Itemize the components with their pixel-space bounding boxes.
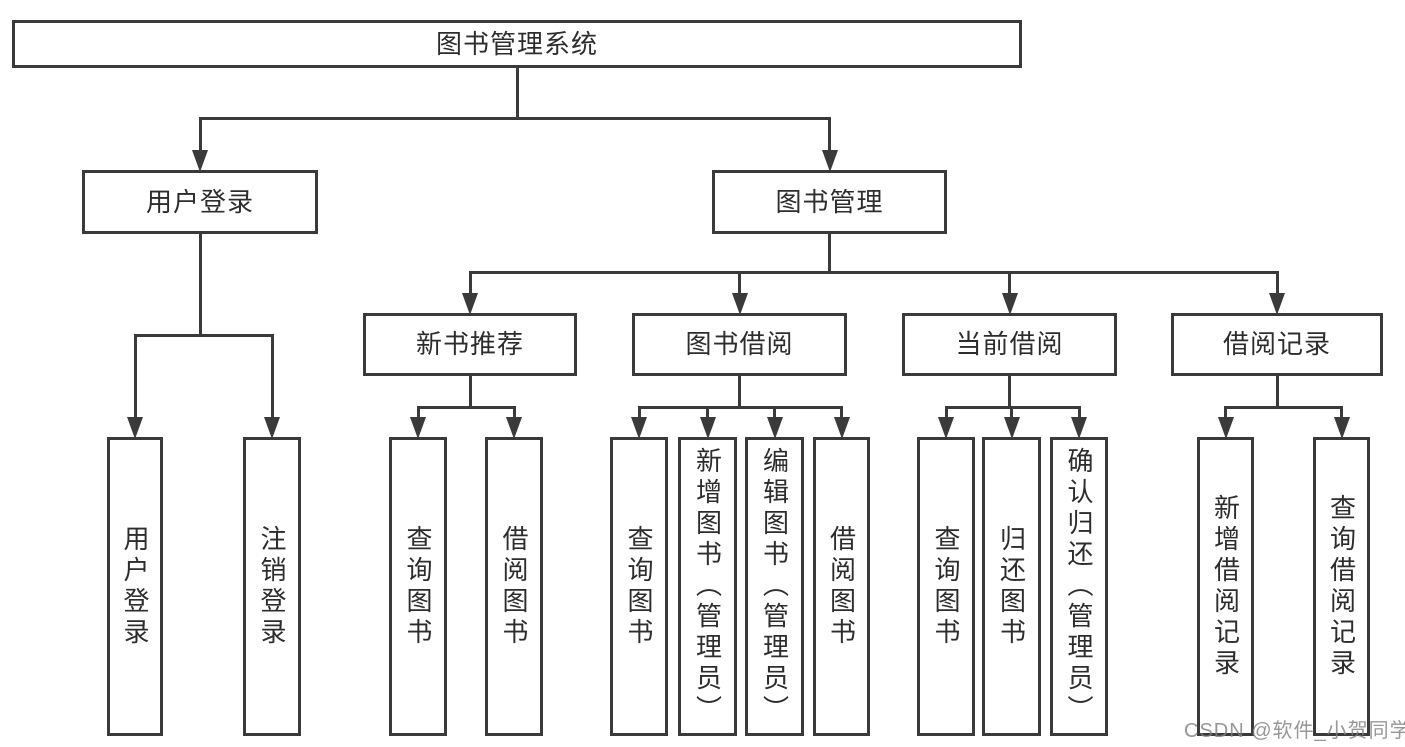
node-label-leaf-bw-edit: 编辑图书（管理员） xyxy=(759,447,790,726)
node-label-mgmt: 图书管理 xyxy=(775,186,884,217)
edge-bus-borrow xyxy=(637,405,843,409)
edge-drop-leaf-bw-borrow xyxy=(840,407,843,419)
arrowhead-icon-borrow xyxy=(731,293,748,315)
edge-drop-leaf-cu-query xyxy=(944,407,948,419)
edge-bus-login xyxy=(133,333,274,337)
edge-drop-root xyxy=(515,68,519,120)
edge-drop-leaf-nb-borrow xyxy=(512,407,516,419)
arrowhead-icon-mgmt xyxy=(821,150,838,172)
arrowhead-icon-leaf-bw-query xyxy=(631,417,647,439)
edge-drop-newbook xyxy=(468,376,472,409)
node-leaf-cu-confirm: 确认归还（管理员） xyxy=(1050,437,1108,736)
arrowhead-icon-records xyxy=(1269,293,1285,315)
edge-drop-borrow xyxy=(738,272,741,295)
node-leaf-nb-query: 查询图书 xyxy=(389,437,447,736)
arrowhead-icon-leaf-rec-query xyxy=(1333,417,1350,439)
edge-drop-leaf-logout xyxy=(270,335,274,419)
node-leaf-bw-query: 查询图书 xyxy=(610,437,668,736)
node-label-root: 图书管理系统 xyxy=(435,28,598,59)
node-leaf-user-login: 用户登录 xyxy=(107,437,163,736)
arrowhead-icon-leaf-nb-borrow xyxy=(506,417,522,439)
node-label-borrow: 图书借阅 xyxy=(685,329,794,360)
node-login: 用户登录 xyxy=(82,170,318,234)
edge-drop-leaf-rec-query xyxy=(1340,407,1343,419)
edge-drop-records xyxy=(1275,272,1279,295)
node-leaf-rec-query: 查询借阅记录 xyxy=(1313,437,1370,736)
node-label-leaf-nb-borrow: 借阅图书 xyxy=(499,524,529,649)
arrowhead-icon-login xyxy=(192,150,208,172)
node-label-leaf-logout: 注销登录 xyxy=(257,524,287,649)
node-label-leaf-bw-add: 新增图书（管理员） xyxy=(692,447,723,726)
edge-drop-records xyxy=(1275,376,1279,409)
arrowhead-icon-current xyxy=(1001,293,1018,315)
edge-drop-mgmt xyxy=(828,234,831,274)
edge-drop-login xyxy=(198,234,202,337)
node-label-leaf-user-login: 用户登录 xyxy=(120,524,150,649)
edge-drop-mgmt xyxy=(828,118,831,152)
edge-drop-newbook xyxy=(468,272,472,295)
edge-drop-leaf-rec-add xyxy=(1224,407,1227,419)
edge-bus-records xyxy=(1224,405,1343,409)
edge-drop-leaf-cu-return xyxy=(1010,407,1013,419)
arrowhead-icon-leaf-user-login xyxy=(127,417,143,439)
node-label-leaf-cu-return: 归还图书 xyxy=(996,524,1027,649)
node-label-records: 借阅记录 xyxy=(1222,329,1331,360)
edge-drop-leaf-cu-confirm xyxy=(1077,407,1081,419)
arrowhead-icon-leaf-cu-confirm xyxy=(1071,417,1087,439)
node-leaf-nb-borrow: 借阅图书 xyxy=(485,437,543,736)
node-mgmt: 图书管理 xyxy=(712,170,947,234)
node-leaf-bw-add: 新增图书（管理员） xyxy=(678,437,737,736)
node-label-leaf-bw-borrow: 借阅图书 xyxy=(826,524,857,649)
node-leaf-bw-edit: 编辑图书（管理员） xyxy=(745,437,804,736)
arrowhead-icon-leaf-cu-query xyxy=(938,417,954,439)
arrowhead-icon-leaf-bw-edit xyxy=(766,417,783,439)
node-label-leaf-rec-add: 新增借阅记录 xyxy=(1210,493,1241,680)
arrowhead-icon-leaf-bw-borrow xyxy=(833,417,850,439)
edge-drop-leaf-user-login xyxy=(133,335,137,419)
node-label-leaf-nb-query: 查询图书 xyxy=(403,524,433,649)
arrowhead-icon-leaf-cu-return xyxy=(1003,417,1020,439)
node-label-leaf-cu-query: 查询图书 xyxy=(931,524,961,649)
node-label-leaf-rec-query: 查询借阅记录 xyxy=(1326,493,1357,680)
arrowhead-icon-leaf-logout xyxy=(264,417,280,439)
edge-bus-root xyxy=(198,116,831,120)
node-leaf-rec-add: 新增借阅记录 xyxy=(1197,437,1254,736)
node-newbook: 新书推荐 xyxy=(363,313,577,376)
edge-drop-current xyxy=(1008,376,1011,409)
node-current: 当前借阅 xyxy=(902,313,1117,376)
edge-bus-newbook xyxy=(416,405,516,409)
arrowhead-icon-leaf-nb-query xyxy=(410,417,426,439)
arrowhead-icon-leaf-rec-add xyxy=(1217,417,1234,439)
node-root: 图书管理系统 xyxy=(12,20,1022,68)
arrowhead-icon-leaf-bw-add xyxy=(699,417,716,439)
edge-drop-login xyxy=(198,118,202,152)
csdn-watermark: CSDN @软件_小贺同学 xyxy=(1184,720,1405,742)
node-label-current: 当前借阅 xyxy=(955,329,1064,360)
node-records: 借阅记录 xyxy=(1171,313,1383,376)
arrowhead-icon-newbook xyxy=(462,293,478,315)
node-label-login: 用户登录 xyxy=(145,186,254,217)
edge-drop-leaf-bw-query xyxy=(637,407,641,419)
node-leaf-logout: 注销登录 xyxy=(243,437,301,736)
node-label-leaf-bw-query: 查询图书 xyxy=(624,524,654,649)
edge-drop-leaf-bw-add xyxy=(706,407,709,419)
edge-bus-mgmt xyxy=(468,270,1279,274)
node-label-leaf-cu-confirm: 确认归还（管理员） xyxy=(1064,447,1094,726)
edge-drop-borrow xyxy=(738,376,741,409)
node-leaf-cu-query: 查询图书 xyxy=(917,437,975,736)
node-leaf-cu-return: 归还图书 xyxy=(982,437,1041,736)
node-label-newbook: 新书推荐 xyxy=(415,329,524,360)
node-leaf-bw-borrow: 借阅图书 xyxy=(813,437,870,736)
edge-drop-leaf-nb-query xyxy=(416,407,420,419)
edge-drop-current xyxy=(1008,272,1011,295)
node-borrow: 图书借阅 xyxy=(632,313,847,376)
edge-drop-leaf-bw-edit xyxy=(773,407,776,419)
